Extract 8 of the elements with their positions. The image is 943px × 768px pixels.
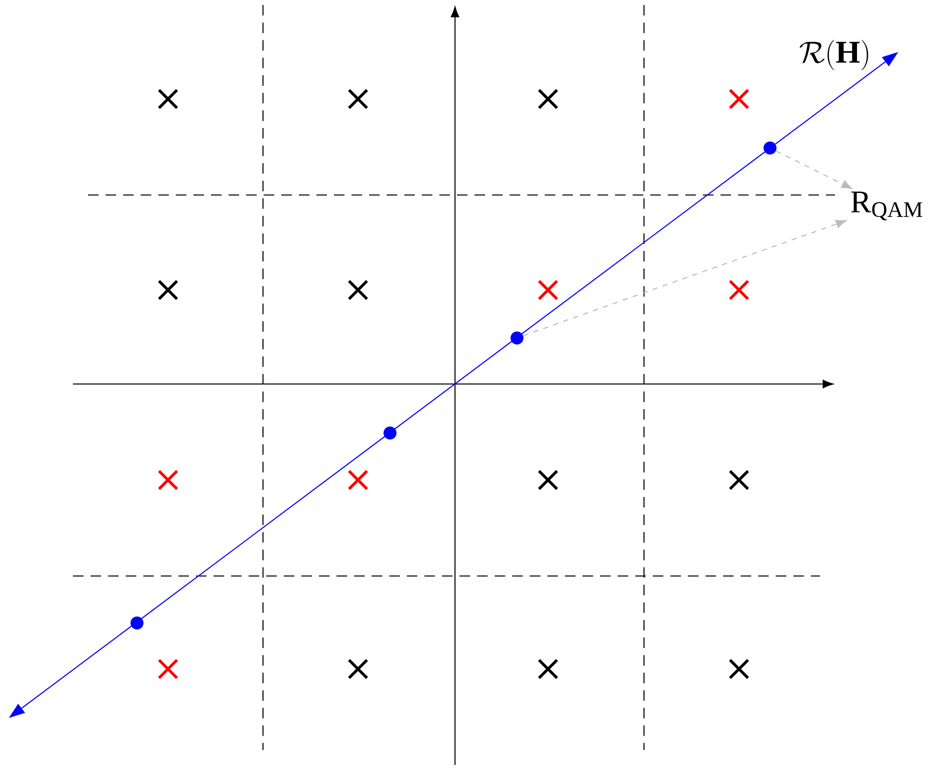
formula-label: $\mathrm{R}_{\mathrm{QAM}}$ <box>851 192 922 220</box>
line-label: $\mathcal{R}(\mathbf{H})$ <box>800 40 868 70</box>
dashed-arrow <box>523 220 847 336</box>
point-dot <box>764 142 776 154</box>
point-dot <box>510 332 524 344</box>
dashed-arrow <box>776 150 852 190</box>
point-dot <box>384 426 396 440</box>
point-dot <box>130 616 144 630</box>
